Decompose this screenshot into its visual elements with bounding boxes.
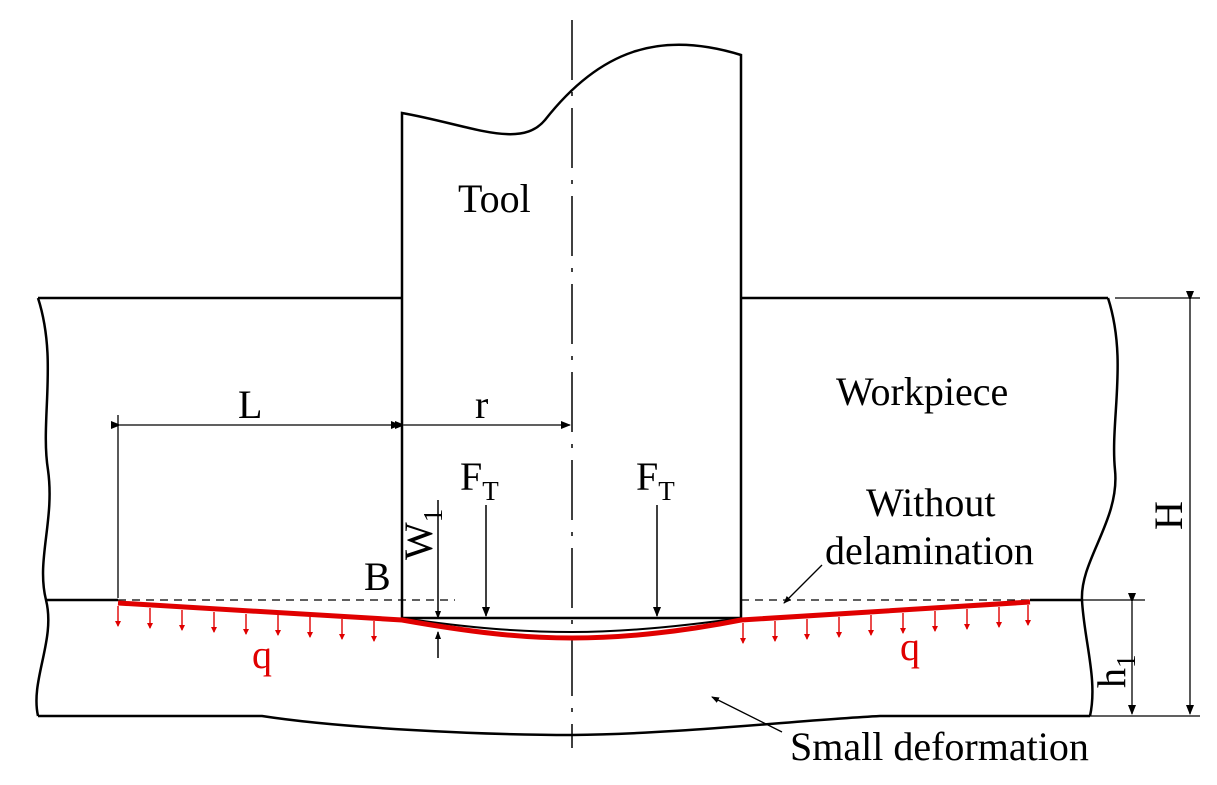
H-label: H	[1146, 501, 1191, 530]
tool-label: Tool	[458, 176, 531, 221]
r-label: r	[475, 382, 488, 427]
small-deformation-label: Small deformation	[790, 724, 1089, 769]
dimension-H	[1090, 291, 1200, 717]
leader-arrows	[711, 564, 823, 733]
distributed-load-left	[115, 606, 377, 642]
B-label: B	[364, 554, 391, 599]
FT-right-label: FT	[636, 454, 675, 506]
loaded-layer	[117, 599, 1031, 641]
q-left-label: q	[252, 632, 272, 677]
tool-body	[400, 43, 743, 620]
deformed-surface-black	[401, 617, 742, 634]
dimension-L	[111, 415, 401, 598]
h1-label: h1	[1089, 655, 1141, 689]
L-label: L	[238, 382, 262, 427]
distributed-load-right	[740, 605, 1031, 644]
W1-label: W1	[396, 509, 448, 560]
thrust-force-arrows	[482, 505, 661, 617]
without-delamination-label-1: Without	[866, 480, 996, 525]
FT-left-label: FT	[460, 454, 499, 506]
dimension-h1	[1082, 593, 1145, 715]
workpiece-label: Workpiece	[836, 369, 1008, 414]
without-delamination-label-2: delamination	[825, 528, 1034, 573]
q-right-label: q	[900, 624, 920, 669]
